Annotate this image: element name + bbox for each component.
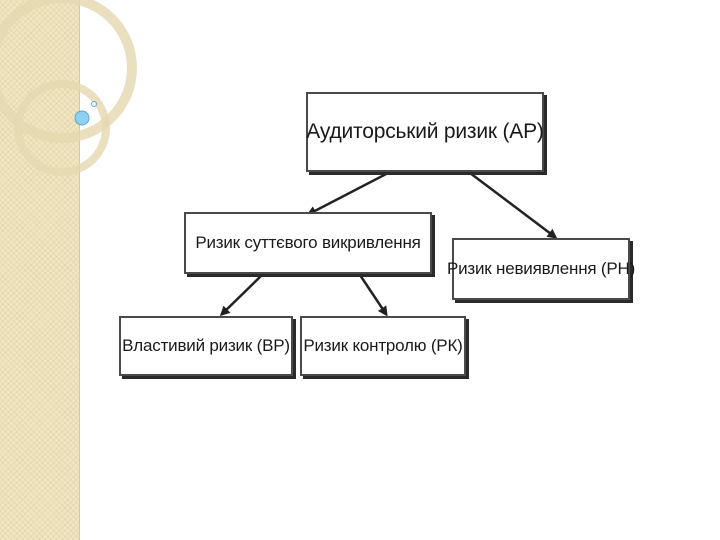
audit-risk-box: Аудиторський ризик (АР) <box>306 92 544 172</box>
inherent-risk-box: Властивий ризик (ВР) <box>119 316 293 376</box>
decorative-circles <box>0 0 137 176</box>
decorative-ring-small <box>14 80 110 176</box>
control-risk-box: Ризик контролю (РК) <box>300 316 466 376</box>
audit-risk-label: Аудиторський ризик (АР) <box>306 120 544 143</box>
arrow-misstatement-to-inherent-risk <box>219 274 263 317</box>
inherent-risk-label: Властивий ризик (ВР) <box>122 336 290 355</box>
control-risk-label: Ризик контролю (РК) <box>303 336 463 355</box>
detection-risk-label: Ризик невиявлення (РН) <box>446 259 636 278</box>
arrow-root-to-detection-risk <box>469 172 558 239</box>
material-misstatement-risk-label: Ризик суттєвого викривлення <box>195 233 421 252</box>
small-dot-icon <box>91 101 97 107</box>
material-misstatement-risk-box: Ризик суттєвого викривлення <box>184 212 432 274</box>
arrow-root-to-material-misstatement <box>306 171 389 216</box>
arrow-misstatement-to-control-risk <box>358 274 388 317</box>
decorative-ring-large <box>0 0 137 143</box>
detection-risk-box: Ризик невиявлення (РН) <box>447 238 635 300</box>
bullet-dot-icon <box>74 110 90 126</box>
